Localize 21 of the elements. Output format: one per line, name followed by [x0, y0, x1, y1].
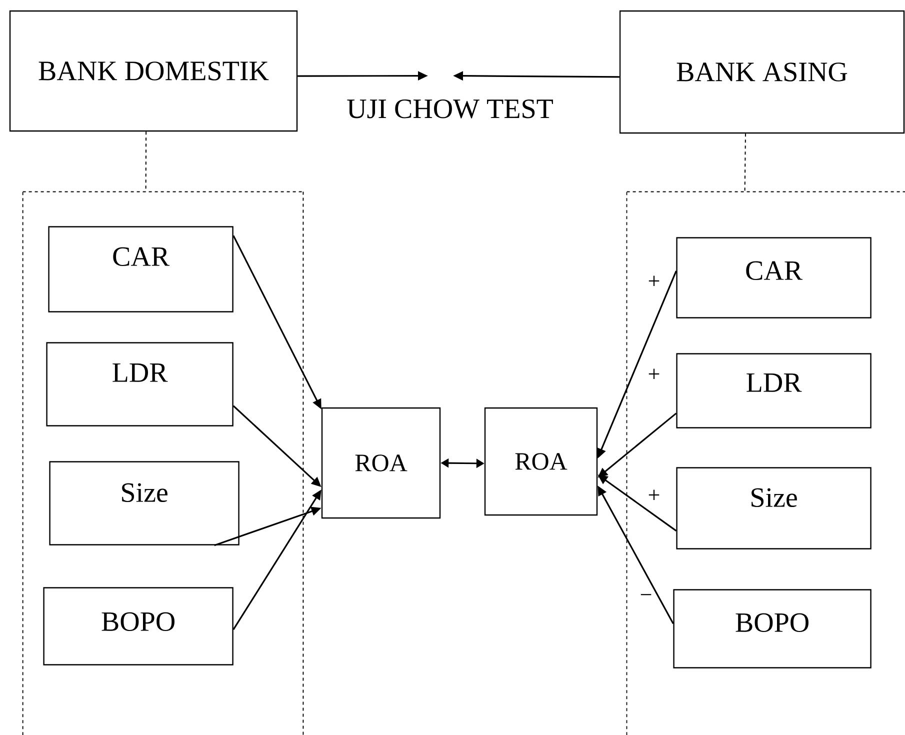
sign-label: −: [640, 594, 652, 596]
sign-label: +: [648, 490, 660, 500]
dashed-connector: [145, 131, 147, 192]
test-label: UJI CHOW TEST: [347, 99, 553, 118]
sign-label: +: [648, 276, 660, 286]
variable-box: LDR: [46, 342, 234, 426]
dashed-connector: [744, 133, 746, 192]
variable-box: LDR: [676, 353, 872, 428]
variable-box: BOPO: [673, 589, 872, 668]
variable-box: CAR: [48, 226, 234, 312]
bank-box: BANK ASING: [619, 10, 905, 134]
variable-box: CAR: [676, 237, 872, 318]
group-frame: [22, 191, 304, 735]
sign-label: +: [648, 368, 660, 380]
variable-box: Size: [49, 461, 240, 546]
group-frame: [626, 191, 905, 735]
roa-box: ROA: [321, 407, 441, 519]
bank-box: BANK DOMESTIK: [9, 10, 298, 132]
variable-box: Size: [676, 467, 872, 550]
roa-box: ROA: [484, 407, 598, 516]
variable-box: BOPO: [43, 587, 234, 666]
